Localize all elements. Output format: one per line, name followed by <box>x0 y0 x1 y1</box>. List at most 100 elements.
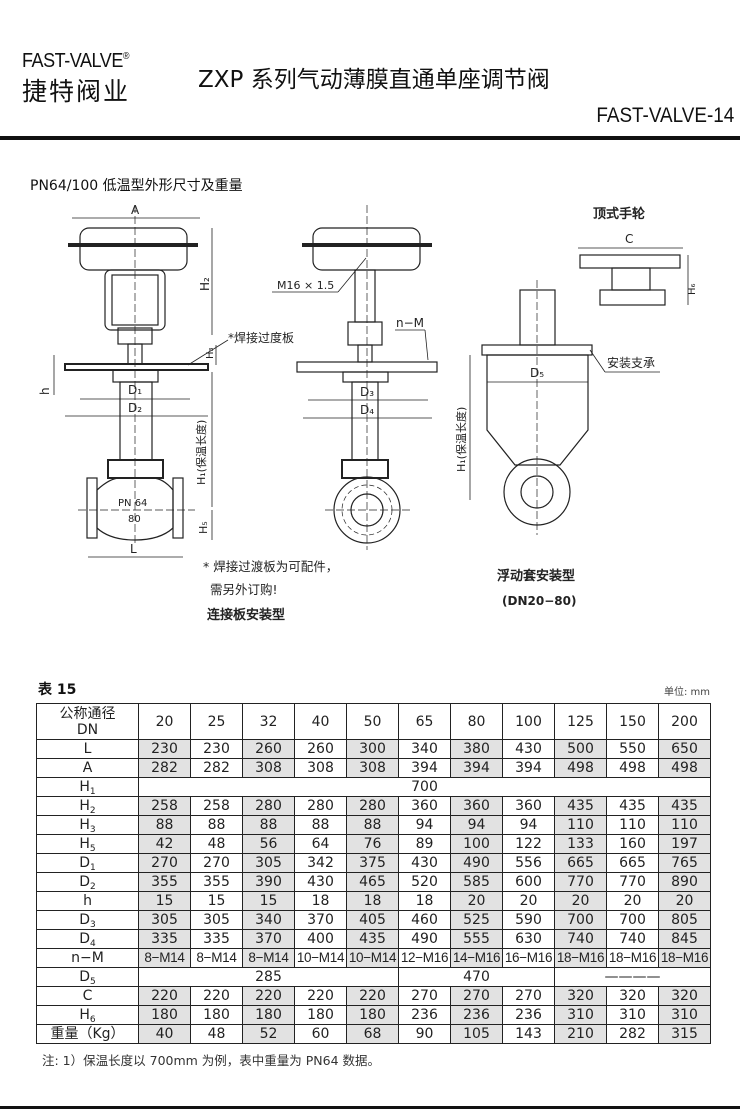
table-cell: 122 <box>502 834 555 854</box>
table-cell: 435 <box>658 796 711 816</box>
caption-range: (DN20−80) <box>502 594 576 608</box>
table-cell: 370 <box>294 910 347 930</box>
dim-h2-label: H₂ <box>198 277 212 291</box>
dim-d3-label: D₃ <box>360 385 374 399</box>
table-cell: 90 <box>398 1024 451 1044</box>
drawing-plate-mount-side <box>272 205 438 550</box>
dim-d5-label: D₅ <box>530 366 544 380</box>
table-cell: 360 <box>502 796 555 816</box>
table-cell: 220 <box>190 986 243 1006</box>
table-cell: 14−M16 <box>450 948 503 968</box>
page-code: FAST-VALVE-14 <box>596 104 734 127</box>
table-cell: 380 <box>450 739 503 759</box>
table-cell: 320 <box>658 986 711 1006</box>
table-cell: 160 <box>606 834 659 854</box>
table-cell: 8−M14 <box>138 948 191 968</box>
row-key: 重量（Kg） <box>50 1026 125 1042</box>
table-cell: 315 <box>658 1024 711 1044</box>
caption-floating-sleeve: 浮动套安装型 <box>497 568 575 584</box>
table-cell: 370 <box>242 929 295 949</box>
table-cell: 88 <box>138 815 191 835</box>
table-cell: 375 <box>346 853 399 873</box>
dim-h1-right-label: H₁(保温长度) <box>454 407 468 472</box>
row-label: C <box>36 986 139 1006</box>
table-cell: 220 <box>138 986 191 1006</box>
table-cell: 282 <box>606 1024 659 1044</box>
table-cell: ———— <box>554 967 711 987</box>
support-label: 安装支承 <box>607 355 655 370</box>
row-label: D2 <box>36 872 139 892</box>
table-cell: 394 <box>450 758 503 778</box>
table-cell: 280 <box>294 796 347 816</box>
row-key: D <box>79 912 91 928</box>
dim-h1-label: H₁(保温长度) <box>194 420 208 485</box>
table-cell: 394 <box>502 758 555 778</box>
table-cell: 15 <box>190 891 243 911</box>
table-cell: 110 <box>658 815 711 835</box>
table-cell: 18 <box>294 891 347 911</box>
row-subscript: 2 <box>89 806 96 816</box>
row-subscript: 3 <box>89 825 96 835</box>
row-key: D <box>79 931 91 947</box>
table-cell: 665 <box>606 853 659 873</box>
header-label-1: 公称通径 <box>59 705 116 722</box>
table-cell: 650 <box>658 739 711 759</box>
table-cell: 270 <box>398 986 451 1006</box>
table-cell: 590 <box>502 910 555 930</box>
table-cell: 20 <box>450 891 503 911</box>
header-dn: 200 <box>658 703 711 740</box>
table-cell: 360 <box>398 796 451 816</box>
drawing-floating-sleeve <box>469 280 660 535</box>
brand-name-en: FAST-VALVE <box>22 50 123 72</box>
table-cell: 18−M16 <box>658 948 711 968</box>
header-dn: 80 <box>450 703 503 740</box>
table-cell: 342 <box>294 853 347 873</box>
table-cell: 280 <box>242 796 295 816</box>
table-cell: 308 <box>242 758 295 778</box>
dim-d2-label: D₂ <box>128 401 142 415</box>
table-cell: 230 <box>190 739 243 759</box>
table-cell: 270 <box>190 853 243 873</box>
table-cell: 460 <box>398 910 451 930</box>
table-cell: 555 <box>450 929 503 949</box>
table-cell: 430 <box>294 872 347 892</box>
size-label: 80 <box>128 514 141 525</box>
header-label-2: DN <box>76 721 99 738</box>
table-cell: 15 <box>138 891 191 911</box>
table-cell: 600 <box>502 872 555 892</box>
table-cell: 430 <box>502 739 555 759</box>
section-title: PN64/100 低温型外形尺寸及重量 <box>30 178 243 194</box>
pressure-label: PN 64 <box>118 498 147 509</box>
table-cell: 770 <box>554 872 607 892</box>
row-label: D5 <box>36 967 139 987</box>
table-cell: 500 <box>554 739 607 759</box>
header-dn: 150 <box>606 703 659 740</box>
table-cell: 630 <box>502 929 555 949</box>
table-cell: 260 <box>294 739 347 759</box>
table-cell: 110 <box>606 815 659 835</box>
table-cell: 285 <box>138 967 399 987</box>
table-cell: 394 <box>398 758 451 778</box>
header-dn: 125 <box>554 703 607 740</box>
note-line-1: * 焊接过渡板为可配件， <box>203 559 338 574</box>
table-cell: 16−M16 <box>502 948 555 968</box>
table-cell: 270 <box>450 986 503 1006</box>
table-cell: 110 <box>554 815 607 835</box>
row-key: A <box>82 760 93 776</box>
table-cell: 18−M16 <box>606 948 659 968</box>
table-cell: 52 <box>242 1024 295 1044</box>
table-cell: 305 <box>242 853 295 873</box>
row-subscript: 5 <box>89 844 96 854</box>
table-cell: 308 <box>294 758 347 778</box>
table-cell: 360 <box>450 796 503 816</box>
